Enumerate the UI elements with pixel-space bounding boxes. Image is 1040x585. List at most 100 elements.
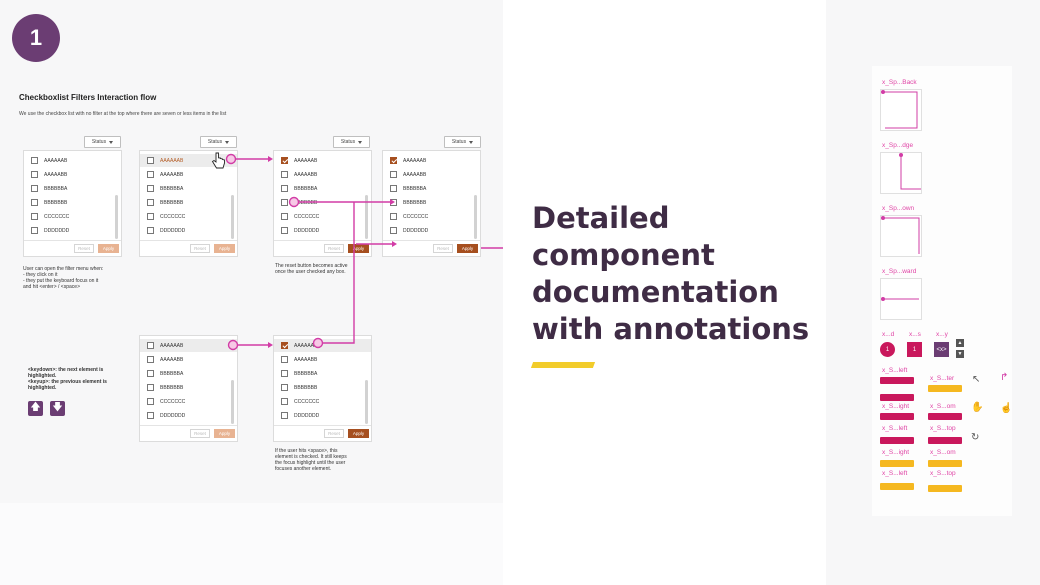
checkbox[interactable]: [31, 171, 38, 178]
list-item[interactable]: DDDDDDD: [274, 409, 371, 422]
checkbox[interactable]: [390, 199, 397, 206]
list-item[interactable]: AAAAAAB: [383, 154, 480, 167]
checkbox[interactable]: [147, 370, 154, 377]
checkbox[interactable]: [31, 213, 38, 220]
list-item[interactable]: AAAAABB: [383, 168, 480, 181]
checkbox[interactable]: [281, 356, 288, 363]
reset-button[interactable]: Reset: [433, 244, 453, 253]
list-item[interactable]: CCCCCCC: [383, 210, 480, 223]
list-item[interactable]: BBBBBBB: [274, 196, 371, 209]
checkbox[interactable]: [281, 171, 288, 178]
checkbox[interactable]: [147, 157, 154, 164]
checkbox[interactable]: [147, 356, 154, 363]
list-item[interactable]: BBBBBBB: [140, 196, 237, 209]
checkbox[interactable]: [147, 185, 154, 192]
scrollbar[interactable]: [231, 195, 234, 239]
checkbox[interactable]: [390, 185, 397, 192]
status-dropdown-button[interactable]: Status: [84, 136, 121, 148]
list-item[interactable]: CCCCCCC: [140, 210, 237, 223]
checkbox[interactable]: [281, 199, 288, 206]
list-item[interactable]: DDDDDDD: [274, 224, 371, 237]
checkbox-checked[interactable]: [390, 157, 397, 164]
list-item[interactable]: AAAAABB: [140, 353, 237, 366]
checkbox[interactable]: [31, 199, 38, 206]
checkbox[interactable]: [31, 185, 38, 192]
list-item[interactable]: BBBBBBA: [383, 182, 480, 195]
checkbox[interactable]: [147, 213, 154, 220]
checkbox[interactable]: [147, 227, 154, 234]
checkbox[interactable]: [147, 171, 154, 178]
reset-button[interactable]: Reset: [74, 244, 94, 253]
reset-button[interactable]: Reset: [324, 244, 344, 253]
checkbox[interactable]: [31, 157, 38, 164]
apply-button[interactable]: Apply: [214, 244, 235, 253]
scrollbar[interactable]: [365, 380, 368, 424]
checkbox[interactable]: [281, 412, 288, 419]
list-item[interactable]: CCCCCCC: [274, 210, 371, 223]
apply-button[interactable]: Apply: [98, 244, 119, 253]
list-item[interactable]: AAAAABB: [274, 353, 371, 366]
list-item[interactable]: BBBBBBA: [274, 367, 371, 380]
list-item[interactable]: AAAAABB: [24, 168, 121, 181]
list-item[interactable]: BBBBBBA: [140, 182, 237, 195]
list-item[interactable]: AAAAABB: [274, 168, 371, 181]
list-item[interactable]: AAAAABB: [140, 168, 237, 181]
checkbox[interactable]: [147, 398, 154, 405]
list-item[interactable]: BBBBBBB: [24, 196, 121, 209]
list-item[interactable]: BBBBBBA: [274, 182, 371, 195]
checkbox[interactable]: [281, 213, 288, 220]
checkbox-checked[interactable]: [281, 157, 288, 164]
list-item[interactable]: AAAAAAB: [24, 154, 121, 167]
list-item[interactable]: AAAAAAB: [274, 154, 371, 167]
checkbox-list-panel: AAAAAAB AAAAABB BBBBBBA BBBBBBB CCCCCCC …: [273, 150, 372, 257]
list-item[interactable]: CCCCCCC: [24, 210, 121, 223]
list-item[interactable]: AAAAAAB: [274, 339, 371, 352]
scrollbar[interactable]: [115, 195, 118, 239]
checkbox[interactable]: [390, 171, 397, 178]
list-item[interactable]: BBBBBBB: [383, 196, 480, 209]
apply-button[interactable]: Apply: [348, 429, 369, 438]
reset-button[interactable]: Reset: [190, 244, 210, 253]
checkbox[interactable]: [390, 213, 397, 220]
connector-edge-icon: [899, 153, 921, 190]
checkbox[interactable]: [31, 227, 38, 234]
reset-button[interactable]: Reset: [190, 429, 210, 438]
checkbox[interactable]: [281, 384, 288, 391]
scrollbar[interactable]: [231, 380, 234, 424]
list-item[interactable]: DDDDDDD: [140, 409, 237, 422]
apply-button[interactable]: Apply: [457, 244, 478, 253]
list-item[interactable]: BBBBBBA: [140, 367, 237, 380]
note-line: If the user hits <space>, this: [275, 448, 338, 454]
list-item[interactable]: BBBBBBB: [274, 381, 371, 394]
tooltip-pill-pink: [928, 413, 962, 420]
list-item[interactable]: DDDDDDD: [24, 224, 121, 237]
apply-button[interactable]: Apply: [348, 244, 369, 253]
list-item[interactable]: BBBBBBA: [24, 182, 121, 195]
scrollbar[interactable]: [365, 195, 368, 239]
list-item[interactable]: BBBBBBB: [140, 381, 237, 394]
list-item[interactable]: CCCCCCC: [274, 395, 371, 408]
status-dropdown-button[interactable]: Status: [200, 136, 237, 148]
checkbox[interactable]: [147, 199, 154, 206]
list-item[interactable]: AAAAAAB: [140, 154, 237, 167]
status-dropdown-button[interactable]: Status: [333, 136, 370, 148]
checkbox[interactable]: [281, 370, 288, 377]
checkbox[interactable]: [281, 227, 288, 234]
status-dropdown-button[interactable]: Status: [444, 136, 481, 148]
apply-button[interactable]: Apply: [214, 429, 235, 438]
list-item[interactable]: DDDDDDD: [140, 224, 237, 237]
checkbox[interactable]: [147, 412, 154, 419]
list-item[interactable]: DDDDDDD: [383, 224, 480, 237]
checkbox[interactable]: [390, 227, 397, 234]
reset-button[interactable]: Reset: [324, 429, 344, 438]
list-item[interactable]: AAAAAAB: [140, 339, 237, 352]
checkbox[interactable]: [281, 398, 288, 405]
checkbox-checked[interactable]: [281, 342, 288, 349]
item-label: DDDDDDD: [160, 412, 186, 419]
checkbox[interactable]: [147, 342, 154, 349]
checkbox[interactable]: [147, 384, 154, 391]
scrollbar[interactable]: [474, 195, 477, 239]
note-line: - they put the keyboard focus on it: [23, 278, 99, 284]
checkbox[interactable]: [281, 185, 288, 192]
list-item[interactable]: CCCCCCC: [140, 395, 237, 408]
